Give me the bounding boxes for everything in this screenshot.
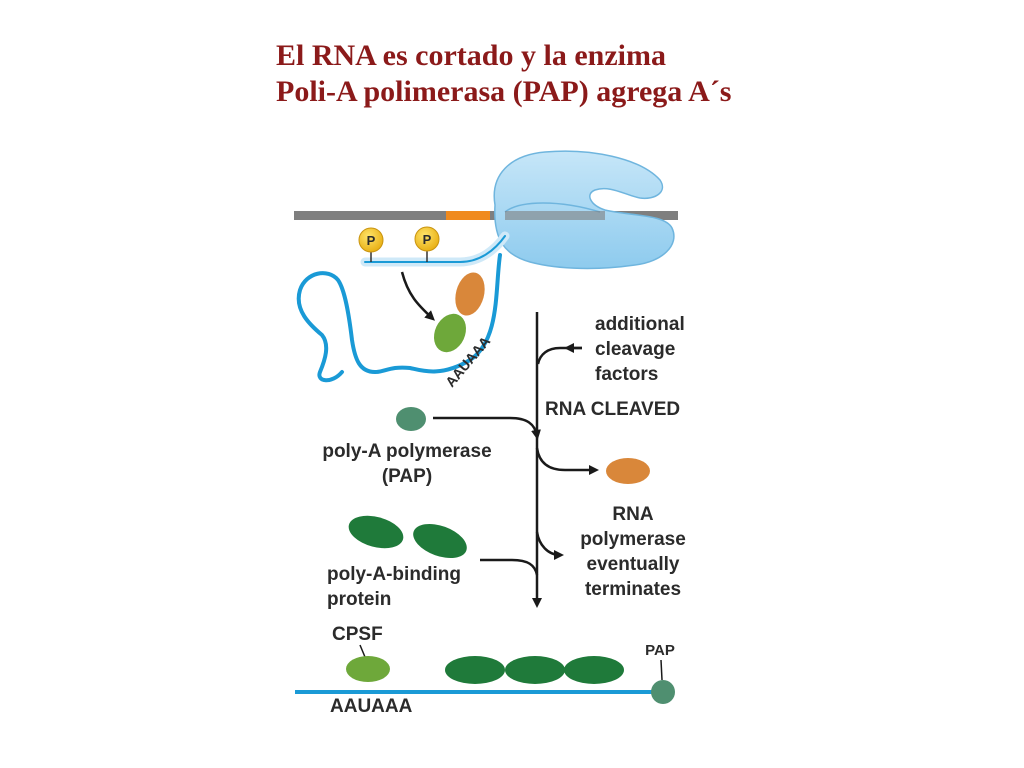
pabp-bound — [445, 656, 505, 684]
rna-polymerase — [493, 150, 675, 270]
svg-text:(PAP): (PAP) — [382, 466, 432, 487]
additional-factors-connector — [536, 346, 582, 365]
binding-arrow — [400, 271, 435, 321]
cpsf-protein — [346, 656, 390, 682]
phosphate-label: P — [423, 232, 432, 247]
svg-text:cleavage: cleavage — [595, 339, 675, 360]
phosphate-1: P — [358, 227, 384, 262]
cpsf-top — [433, 313, 467, 353]
pabp-protein — [413, 523, 467, 559]
additional-factors-label: additional cleavage factors — [595, 314, 685, 385]
rnapol-release-connector — [535, 447, 599, 475]
pabp-bound — [564, 656, 624, 684]
pap-bound — [651, 680, 675, 704]
pap-bottom-label: PAP — [645, 642, 675, 659]
dna-strand — [294, 211, 678, 220]
pabp-protein — [348, 515, 404, 549]
released-cleavage-factor — [606, 458, 650, 484]
svg-text:eventually: eventually — [587, 554, 680, 575]
rnapol-termination-label: RNA polymerase eventually terminates — [580, 504, 686, 600]
svg-text:RNA: RNA — [612, 504, 653, 525]
svg-text:protein: protein — [327, 589, 391, 610]
title-line-2: Poli-A polimerasa (PAP) agrega A´s — [276, 75, 732, 108]
dna-terminator-segment — [446, 211, 490, 220]
cpsf-leader — [359, 644, 366, 658]
svg-text:terminates: terminates — [585, 579, 681, 600]
phosphate-2: P — [414, 226, 440, 262]
pap-connector — [433, 416, 541, 440]
pap-label: poly-A polymerase (PAP) — [322, 441, 491, 487]
branch-right-connector — [535, 531, 564, 560]
rna-transcript-top — [296, 231, 510, 383]
pap-protein — [396, 407, 426, 431]
phosphate-label: P — [367, 233, 376, 248]
svg-text:additional: additional — [595, 314, 685, 335]
svg-text:poly-A polymerase: poly-A polymerase — [322, 441, 491, 462]
cpsf-label: CPSF — [332, 624, 383, 645]
slide-title: El RNA es cortado y la enzima Poli-A pol… — [276, 38, 976, 110]
pabp-bound — [505, 656, 565, 684]
rna-cleaved-label: RNA CLEAVED — [545, 399, 680, 420]
pabp-connector — [480, 558, 539, 576]
signal-sequence-bottom: AAUAAA — [330, 696, 413, 717]
title-line-1: El RNA es cortado y la enzima — [276, 39, 666, 72]
pap-leader — [660, 659, 663, 681]
svg-text:polymerase: polymerase — [580, 529, 686, 550]
svg-text:factors: factors — [595, 364, 658, 385]
cleavage-factor-top — [455, 272, 485, 316]
svg-text:poly-A-binding: poly-A-binding — [327, 564, 461, 585]
pabp-label: poly-A-binding protein — [327, 564, 461, 610]
